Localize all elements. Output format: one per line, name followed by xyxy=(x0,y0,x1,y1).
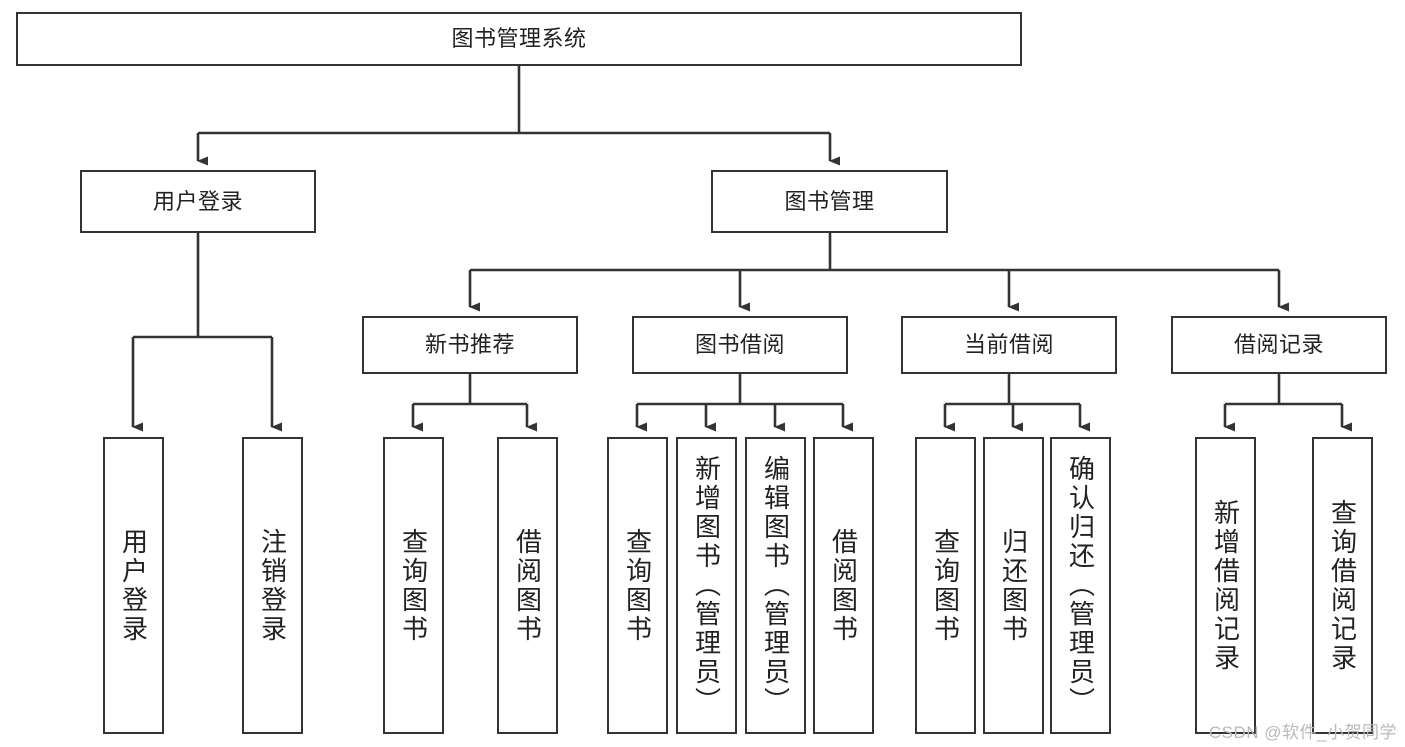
node-leaf-query-book-2-label: 查询图书 xyxy=(622,527,653,644)
node-leaf-query-book-2[interactable]: 查询图书 xyxy=(607,437,668,734)
node-leaf-borrow-book-2-label: 借阅图书 xyxy=(828,527,859,644)
node-root-label: 图书管理系统 xyxy=(451,26,587,52)
node-leaf-edit-book-label: 编辑图书（管理员） xyxy=(760,455,791,716)
node-leaf-borrow-book-1[interactable]: 借阅图书 xyxy=(497,437,558,734)
node-book-manage-label: 图书管理 xyxy=(784,188,875,214)
node-leaf-logout[interactable]: 注销登录 xyxy=(242,437,303,734)
node-leaf-user-login-label: 用户登录 xyxy=(118,527,149,644)
node-new-book-recommend-label: 新书推荐 xyxy=(424,332,515,358)
node-leaf-add-book-label: 新增图书（管理员） xyxy=(691,455,722,716)
node-leaf-add-record-label: 新增借阅记录 xyxy=(1210,498,1241,673)
node-leaf-add-record[interactable]: 新增借阅记录 xyxy=(1195,437,1256,734)
node-leaf-query-book-3[interactable]: 查询图书 xyxy=(915,437,976,734)
node-leaf-confirm-return[interactable]: 确认归还（管理员） xyxy=(1050,437,1111,734)
node-root[interactable]: 图书管理系统 xyxy=(16,12,1022,66)
node-leaf-borrow-book-2[interactable]: 借阅图书 xyxy=(813,437,874,734)
node-leaf-edit-book[interactable]: 编辑图书（管理员） xyxy=(745,437,806,734)
watermark-text: CSDN @软件_小贺同学 xyxy=(1208,723,1397,742)
node-leaf-return-book[interactable]: 归还图书 xyxy=(983,437,1044,734)
node-current-borrow[interactable]: 当前借阅 xyxy=(901,316,1117,374)
node-leaf-borrow-book-1-label: 借阅图书 xyxy=(512,527,543,644)
node-leaf-user-login[interactable]: 用户登录 xyxy=(103,437,164,734)
node-new-book-recommend[interactable]: 新书推荐 xyxy=(362,316,578,374)
node-leaf-query-book-1[interactable]: 查询图书 xyxy=(383,437,444,734)
node-leaf-return-book-label: 归还图书 xyxy=(998,527,1029,644)
node-borrow-record[interactable]: 借阅记录 xyxy=(1171,316,1387,374)
node-user-login-label: 用户登录 xyxy=(152,188,243,214)
node-book-borrow[interactable]: 图书借阅 xyxy=(632,316,848,374)
node-leaf-query-record[interactable]: 查询借阅记录 xyxy=(1312,437,1373,734)
node-book-borrow-label: 图书借阅 xyxy=(694,332,785,358)
node-leaf-confirm-return-label: 确认归还（管理员） xyxy=(1065,455,1096,716)
node-current-borrow-label: 当前借阅 xyxy=(963,332,1054,358)
node-leaf-query-book-3-label: 查询图书 xyxy=(930,527,961,644)
node-leaf-query-book-1-label: 查询图书 xyxy=(398,527,429,644)
node-user-login[interactable]: 用户登录 xyxy=(80,170,316,233)
node-leaf-query-record-label: 查询借阅记录 xyxy=(1327,498,1358,673)
node-borrow-record-label: 借阅记录 xyxy=(1233,332,1324,358)
node-leaf-add-book[interactable]: 新增图书（管理员） xyxy=(676,437,737,734)
node-book-manage[interactable]: 图书管理 xyxy=(711,170,948,233)
node-leaf-logout-label: 注销登录 xyxy=(257,527,288,644)
